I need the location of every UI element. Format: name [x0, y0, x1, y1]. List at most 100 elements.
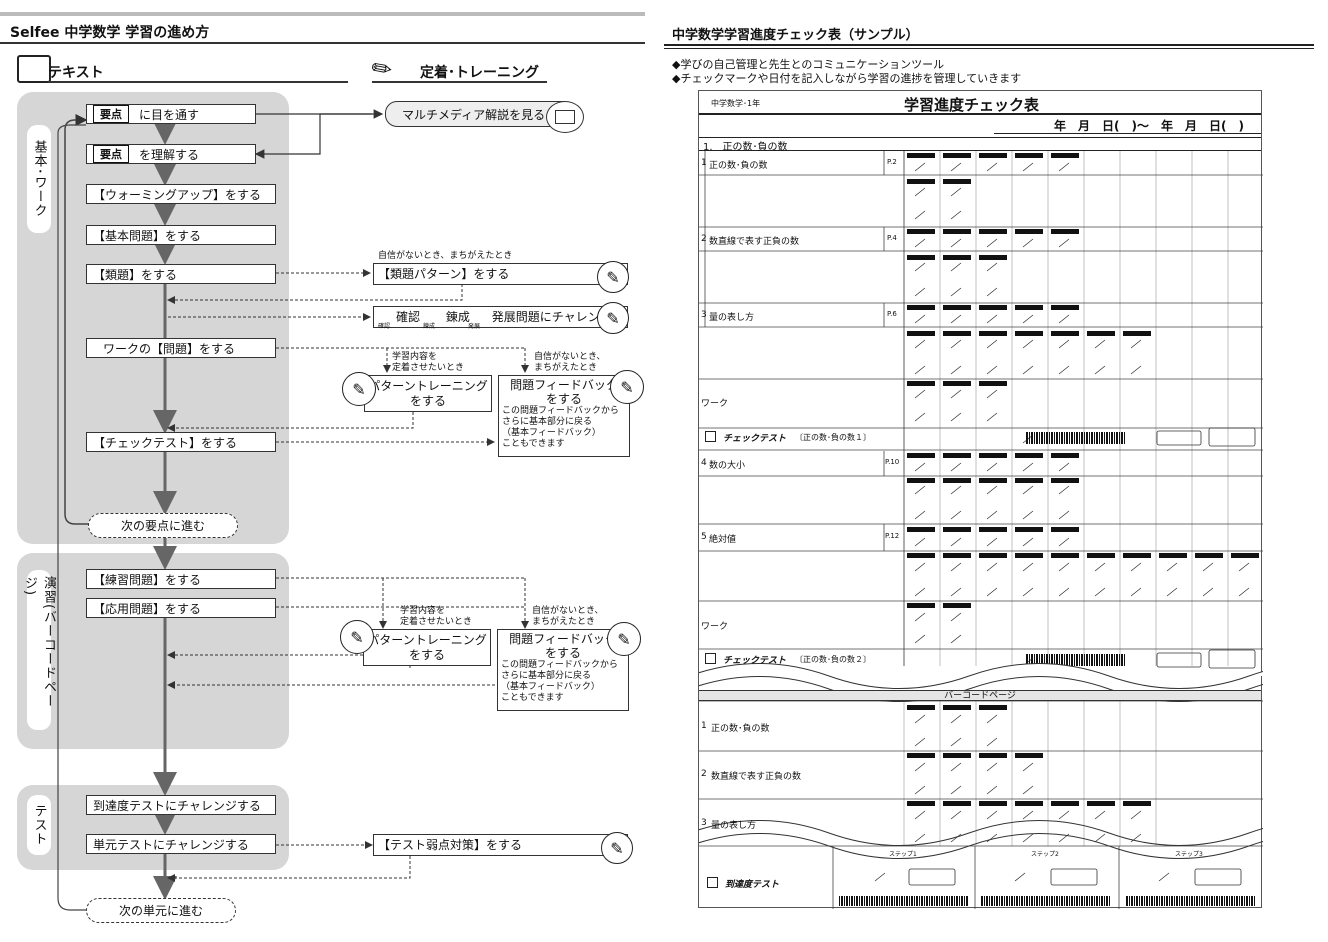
step-1-label: ステップ1	[889, 851, 917, 858]
step-2-label: ステップ2	[1031, 851, 1059, 858]
tottatsu-icon	[707, 877, 718, 888]
ruidai-box: 【類題】をする	[86, 264, 276, 284]
row-5-no: 5	[701, 532, 707, 542]
training-pen-icon-5: ✎	[340, 620, 374, 654]
row-3-label: 量の表し方	[709, 313, 755, 323]
sheet-header	[699, 91, 1261, 115]
book-icon	[17, 55, 51, 83]
grid	[699, 151, 1263, 909]
left-page: Selfee 中学数学 学習の進め方 テキスト ✎ 定着･トレーニング 基本･ワ…	[0, 0, 650, 942]
youten-tag-2: 要点	[93, 145, 129, 163]
bc-row-2-no: 2	[701, 769, 707, 779]
feedback-box-1: 問題フィードバックをするこの問題フィードバックからさらに基本部分に戻る（基本フィ…	[498, 375, 630, 457]
multimedia-label: マルチメディア解説を見る	[402, 107, 546, 122]
small-hatten: 発展	[468, 323, 481, 330]
bc-row-1-no: 1	[701, 721, 707, 731]
confirm-label: 確認	[396, 310, 421, 324]
bullet-2: ◆チェックマークや日付を記入しながら学習の進捗を管理していきます	[672, 72, 1022, 85]
row-1-page: P.2	[887, 158, 897, 166]
ruidai-pattern-label: 【類題パターン】をする	[378, 267, 510, 281]
pattern-training-box-1: パターントレーニングをする	[364, 375, 492, 412]
row-3-page: P.6	[887, 310, 897, 318]
ruidai-pattern-box: 【類題パターン】をする	[373, 263, 628, 285]
rensei-label: 錬成	[445, 310, 470, 324]
bc-row-2-label: 数直線で表す正負の数	[711, 772, 802, 782]
bc-row-3-label: 量の表し方	[711, 821, 757, 831]
tottatsu-box: 到達度テストにチャレンジする	[86, 795, 276, 815]
step-read-points: 要点に目を通す	[86, 104, 256, 124]
checktest-box: 【チェックテスト】をする	[86, 432, 276, 452]
work-problem-box: ワークの【問題】をする	[86, 338, 276, 358]
note-unsure: 自信がないとき、まちがえたとき	[378, 251, 513, 261]
multimedia-button[interactable]: マルチメディア解説を見る	[385, 101, 575, 127]
step1-label: に目を通す	[139, 107, 200, 122]
step-understand-points: 要点を理解する	[86, 144, 256, 164]
training-pen-icon-4: ✎	[610, 370, 644, 404]
check-sheet: 中学数学･1年 学習進度チェック表 年 月 日( )～ 年 月 日( ) 1. …	[698, 90, 1263, 909]
training-pen-icon-6: ✎	[607, 622, 641, 656]
note-unsure-2: 自信がないとき、まちがえたとき	[532, 606, 604, 627]
step-3-label: ステップ3	[1175, 851, 1203, 858]
training-pen-icon-2: ✎	[597, 302, 629, 334]
note-teichaku-1: 学習内容を定着させたいとき	[392, 352, 465, 373]
step2-label: を理解する	[139, 147, 200, 162]
flow-lines	[57, 109, 529, 911]
basic-problem-box: 【基本問題】をする	[86, 225, 276, 245]
pattern-training-box-2: パターントレーニングをする	[363, 629, 491, 666]
row-2-no: 2	[701, 234, 707, 244]
ouyou-box: 【応用問題】をする	[86, 598, 276, 618]
right-title: 中学数学学習進度チェック表（サンプル）	[672, 28, 919, 43]
row-4-label: 数の大小	[709, 461, 746, 471]
small-kakunin: 確認	[378, 323, 391, 330]
row-3-no: 3	[701, 310, 707, 320]
next-unit-box: 次の単元に進む	[86, 898, 236, 923]
row-1-no: 1	[701, 158, 707, 168]
chapter-bar	[699, 137, 1261, 151]
barcode-page-header: バーコードページ	[699, 690, 1261, 701]
training-header: 定着･トレーニング	[420, 65, 539, 81]
row-2-page: P.4	[887, 234, 897, 242]
bullet-1: ◆学びの自己管理と先生とのコミュニケーションツール	[672, 58, 945, 71]
row-2-label: 数直線で表す正負の数	[709, 237, 800, 247]
warmup-box: 【ウォーミングアップ】をする	[86, 184, 276, 204]
grade-label: 中学数学･1年	[711, 99, 761, 108]
row-5-page: P.12	[885, 532, 900, 540]
training-pen-icon-7: ✎	[601, 832, 633, 864]
training-pen-icon-3: ✎	[342, 372, 376, 406]
left-title: Selfee 中学数学 学習の進め方	[10, 25, 210, 41]
row-4-page: P.10	[885, 458, 900, 466]
renshu-box: 【練習問題】をする	[86, 569, 276, 589]
bc-row-3-no: 3	[701, 818, 707, 828]
checktest-icon-1	[705, 431, 716, 442]
tottatsu-label: 到達度テスト	[725, 880, 780, 890]
confirm-box: 確認 錬成 発展問題にチャレンジ	[373, 306, 628, 328]
next-point-box: 次の要点に進む	[88, 513, 238, 538]
row-5-label: 絶対値	[709, 535, 737, 545]
sheet-title: 学習進度チェック表	[904, 96, 1040, 114]
youten-tag: 要点	[93, 105, 129, 123]
chapter-label: 1. 正の数･負の数	[703, 142, 788, 153]
right-page: 中学数学学習進度チェック表（サンプル） ◆学びの自己管理と先生とのコミュニケーシ…	[664, 0, 1328, 942]
note-unsure-1: 自信がないとき、まちがえたとき	[534, 352, 606, 373]
note-teichaku-2: 学習内容を定着させたいとき	[400, 606, 473, 627]
unit-test-box: 単元テストにチャレンジする	[86, 834, 276, 854]
row-1-label: 正の数･負の数	[709, 161, 768, 171]
test-weak-box: 【テスト弱点対策】をする	[373, 834, 628, 856]
small-rensei: 錬成	[423, 323, 436, 330]
bc-row-1-label: 正の数･負の数	[711, 724, 770, 734]
hatten-label: 発展問題にチャレンジ	[491, 310, 612, 324]
date-line: 年 月 日( )～ 年 月 日( )	[1054, 119, 1244, 133]
checktest-icon-2	[705, 653, 716, 664]
section-basic-label: 基本･ワーク	[27, 125, 51, 233]
training-pen-icon-1: ✎	[597, 261, 629, 293]
checktest-2-label: チェックテスト	[723, 656, 787, 666]
row-work-label: ワーク	[701, 399, 729, 409]
section-test-label: テスト	[27, 795, 51, 855]
text-header: テキスト	[48, 65, 104, 81]
row-4-no: 4	[701, 458, 707, 468]
checktest-1-sub: 〔正の数･負の数１〕	[795, 433, 871, 442]
row-work-label-2: ワーク	[701, 622, 729, 632]
checktest-1-label: チェックテスト	[723, 434, 787, 444]
checktest-2-sub: 〔正の数･負の数２〕	[795, 655, 871, 664]
